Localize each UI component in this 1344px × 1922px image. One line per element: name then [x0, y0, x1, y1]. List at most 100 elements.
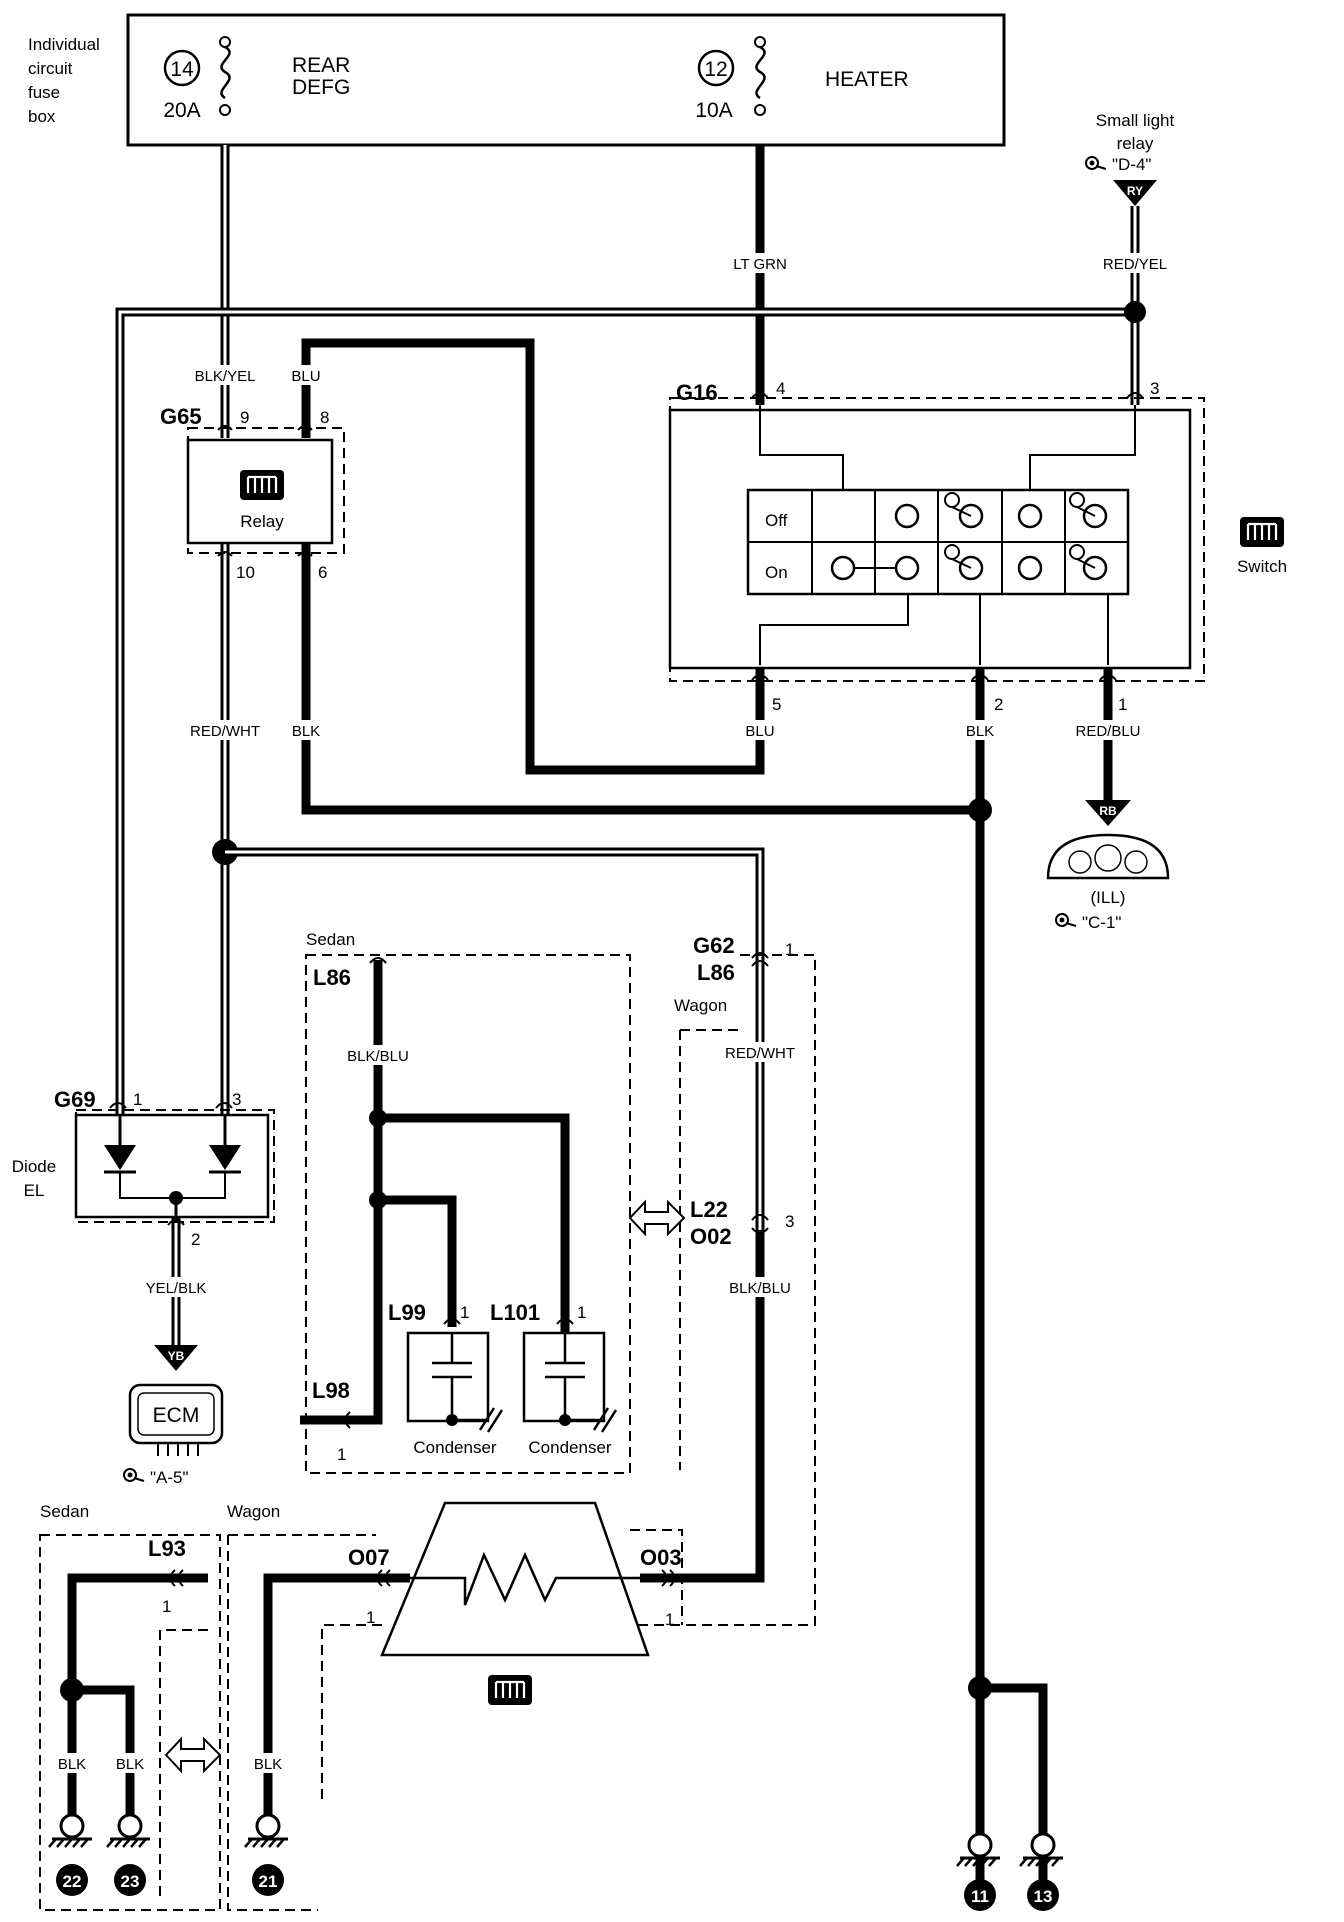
sedan-connector-l98: L98	[312, 1378, 350, 1403]
fuse-12-label: HEATER	[825, 68, 909, 91]
diode-pin-2: 2	[191, 1230, 200, 1249]
wagon-connector-l22: L22	[690, 1197, 728, 1222]
ground-sedan: Sedan L93 1	[38, 1502, 222, 1911]
wire-label-blu-2: BLU	[745, 723, 774, 740]
fuse-box-title-1: Individual	[28, 35, 100, 54]
ground-wagon: Wagon	[225, 1502, 376, 1911]
condenser-l99: L99 1 Condenser	[388, 1300, 504, 1457]
heater-conn-right: O03	[640, 1545, 682, 1570]
defogger-switch-g16: G16 4 3 5 2 1 Off On	[668, 379, 1287, 714]
fuse-box: Individual circuit fuse box 14 20A REAR …	[28, 13, 1006, 147]
fuse-box-title-3: fuse	[28, 83, 60, 102]
relay-connector-id: G65	[160, 404, 202, 429]
diode-el-g69: G69 1 3 2 Diode EL	[12, 1087, 275, 1249]
ecm: YB ECM "A-5"	[123, 1345, 224, 1487]
diode-label-2: EL	[24, 1181, 45, 1200]
ground-icon	[955, 1832, 1002, 1868]
ground-sedan-pin: 1	[162, 1597, 171, 1616]
condenser-1-pin: 1	[460, 1303, 469, 1322]
ground-sedan-title: Sedan	[40, 1502, 89, 1521]
wire-label-blk-g22: BLK	[58, 1756, 86, 1773]
ground-23: 23	[105, 1813, 152, 1896]
wiring-harness	[60, 145, 1146, 1895]
wire-label-red-yel: RED/YEL	[1103, 256, 1167, 273]
wire-label-blk-g21: BLK	[254, 1756, 282, 1773]
fuse-14-label-2: DEFG	[292, 76, 350, 99]
rear-defogger-heater: O07 1 O03 1	[321, 1501, 683, 1800]
wire-label-blk-blu-2: BLK/BLU	[729, 1280, 791, 1297]
wagon-box-title: Wagon	[674, 996, 727, 1015]
connector-arrow-icon	[154, 1345, 198, 1371]
wagon-connector-l86: L86	[697, 960, 735, 985]
capacitor-symbol-icon	[432, 1333, 472, 1420]
heater-conn-left: O07	[348, 1545, 390, 1570]
diode-pin-1: 1	[133, 1090, 142, 1109]
fuse-14-amps: 20A	[163, 99, 200, 122]
condenser-1-label: Condenser	[413, 1438, 497, 1457]
wire-labels: BLK/YEL BLU LT GRN RED/YEL RED/WHT BLK B…	[54, 253, 1174, 1773]
small-light-relay-ref: Small light relay "D-4" RY	[1085, 111, 1174, 206]
diode-symbol-icon	[104, 1145, 136, 1170]
rear-defogger-icon	[1238, 515, 1286, 549]
ground-21-number: 21	[259, 1872, 278, 1891]
ground-icon	[243, 1813, 290, 1849]
ground-wagon-title: Wagon	[227, 1502, 280, 1521]
meter-badge: RB	[1099, 804, 1117, 818]
wire-label-lt-grn: LT GRN	[733, 256, 787, 273]
see-reference-icon	[123, 1468, 145, 1482]
ground-21: 21	[243, 1813, 290, 1896]
ground-13: 13	[1018, 1832, 1065, 1911]
wire-label-blk: BLK	[292, 723, 320, 740]
see-reference-icon	[1055, 913, 1077, 927]
relay-label: Relay	[240, 512, 284, 531]
ground-11-number: 11	[971, 1887, 989, 1906]
ground-icon	[1018, 1832, 1065, 1868]
condenser-2-pin: 1	[577, 1303, 586, 1322]
switch-pin-1: 1	[1118, 695, 1127, 714]
switch-row-off: Off	[765, 511, 788, 530]
wire-label-yel-blk: YEL/BLK	[146, 1280, 207, 1297]
ecm-badge: YB	[168, 1349, 185, 1363]
fuse-box-title-2: circuit	[28, 59, 73, 78]
heater-pin-left: 1	[366, 1608, 375, 1627]
ground-points: 22 23 21 11 13	[47, 1813, 1065, 1911]
wagon-pin-3: 3	[785, 1212, 794, 1231]
wire-label-blk-2: BLK	[966, 723, 994, 740]
small-light-relay-label-2: relay	[1117, 134, 1154, 153]
wire-label-blu: BLU	[291, 368, 320, 385]
switch-pin-2: 2	[994, 695, 1003, 714]
wagon-pin-1: 1	[785, 940, 794, 959]
fuse-12-amps: 10A	[695, 99, 732, 122]
relay-pin-9: 9	[240, 408, 249, 427]
switch-pin-4: 4	[776, 379, 785, 398]
wire-label-blk-yel: BLK/YEL	[195, 368, 256, 385]
wire-label-blk-blu: BLK/BLU	[347, 1048, 409, 1065]
wire-label-red-blu: RED/BLU	[1075, 723, 1140, 740]
switch-label: Switch	[1237, 557, 1287, 576]
wire-label-red-wht-2: RED/WHT	[725, 1045, 795, 1062]
capacitor-symbol-icon	[545, 1333, 585, 1420]
relay-pin-10: 10	[236, 563, 255, 582]
ground-icon	[105, 1813, 152, 1849]
sedan-l98-pin: 1	[337, 1445, 346, 1464]
fuse-12-number: 12	[704, 58, 727, 81]
rear-defogger-icon	[238, 468, 286, 502]
ecm-ref: "A-5"	[150, 1468, 189, 1487]
ground-22-number: 22	[63, 1872, 82, 1891]
condenser-2-label: Condenser	[528, 1438, 612, 1457]
see-reference-icon	[1085, 156, 1107, 170]
heating-element-icon	[405, 1551, 640, 1606]
relay-pin-6: 6	[318, 563, 327, 582]
sedan-connector-l86: L86	[313, 965, 351, 990]
relay-g65: Relay G65 9 8 10 6	[160, 404, 345, 582]
ground-11: 11	[955, 1832, 1002, 1911]
wire-label-red-wht: RED/WHT	[190, 723, 260, 740]
switch-row-on: On	[765, 563, 788, 582]
ecm-label: ECM	[153, 1404, 200, 1427]
fuse-12: 12 10A HEATER	[695, 36, 909, 122]
ground-sedan-connector: L93	[148, 1536, 186, 1561]
wagon-connector-o02: O02	[690, 1224, 732, 1249]
switch-pin-3: 3	[1150, 379, 1159, 398]
ground-13-number: 13	[1034, 1887, 1053, 1906]
heater-pin-right: 1	[665, 1610, 674, 1629]
